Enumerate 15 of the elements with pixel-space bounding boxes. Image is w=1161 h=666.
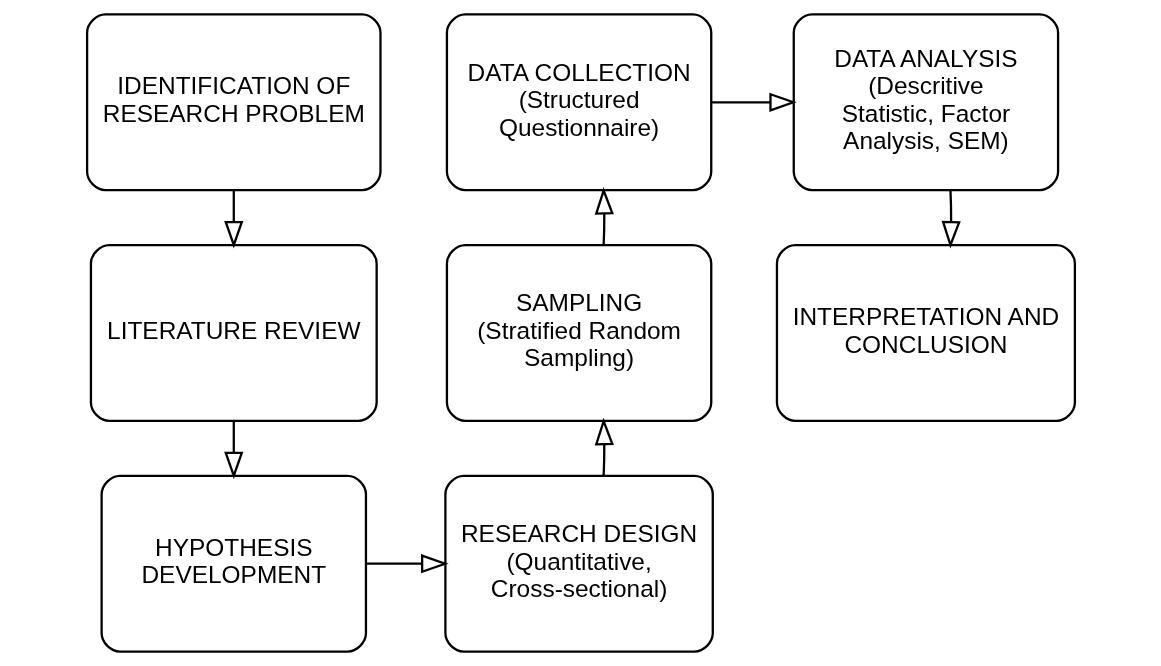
arrow [594, 187, 614, 246]
arrow [365, 554, 449, 574]
node-box: IDENTIFICATION OF RESEARCH PROBLEM [85, 13, 382, 192]
node-box: DATA ANALYSIS (Descritive Statistic, Factor Analysis, SEM) [792, 13, 1059, 192]
node-box: RESEARCH DESIGN (Quantitative, Cross-sectional) [443, 474, 714, 653]
arrow [941, 190, 961, 249]
arrow [594, 417, 614, 476]
node-box: SAMPLING (Stratified Random Sampling) [445, 244, 712, 422]
arrow [223, 190, 243, 249]
node-box: INTERPRETATION AND CONCLUSION [775, 244, 1076, 422]
node-box: LITERATURE REVIEW [89, 244, 378, 422]
node-box: HYPOTHESIS DEVELOPMENT [100, 474, 367, 653]
arrow [711, 92, 797, 112]
arrow [223, 421, 243, 480]
node-box: DATA COLLECTION (Structured Questionnaire) [445, 13, 712, 192]
